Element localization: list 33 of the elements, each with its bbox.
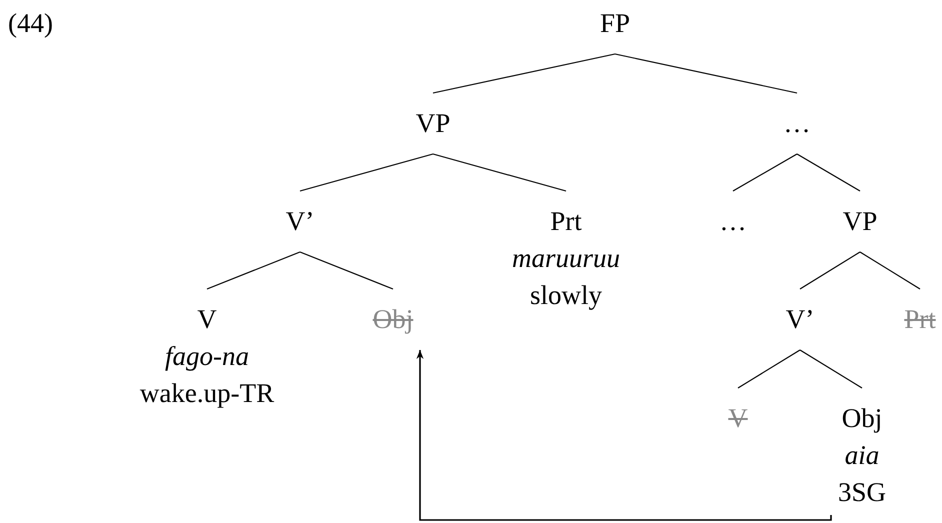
word-form: maruuruu <box>512 242 620 275</box>
branch-line <box>732 154 798 192</box>
category-label: V <box>197 303 217 336</box>
category-label: Obj <box>372 303 414 336</box>
gloss: slowly <box>530 279 602 312</box>
movement-arrow <box>416 350 832 521</box>
category-label: VP <box>416 107 450 140</box>
example-number: (44) <box>8 7 53 40</box>
branch-line <box>800 350 862 388</box>
branch-line <box>738 350 800 388</box>
branch-line <box>860 252 920 290</box>
branch-line <box>800 252 860 290</box>
branch-line <box>300 251 394 290</box>
gloss: wake.up-TR <box>140 377 274 410</box>
word-form: fago-na <box>165 340 249 373</box>
category-label: Prt <box>550 205 582 238</box>
branch-line <box>206 251 300 290</box>
branch-line <box>432 153 566 192</box>
branch-line <box>432 53 616 94</box>
category-label: V’ <box>786 303 814 336</box>
category-label: VP <box>842 205 878 238</box>
category-label: FP <box>600 7 630 40</box>
branch-line <box>614 53 798 94</box>
category-label: Prt <box>904 303 936 336</box>
branch-line <box>300 153 434 192</box>
category-label: V’ <box>286 205 314 238</box>
category-label: … <box>720 205 746 238</box>
category-label: … <box>784 107 810 140</box>
gloss: 3SG <box>838 476 886 509</box>
branch-line <box>796 154 860 192</box>
word-form: aia <box>844 439 880 472</box>
category-label: V <box>728 402 748 435</box>
category-label: Obj <box>842 402 882 435</box>
